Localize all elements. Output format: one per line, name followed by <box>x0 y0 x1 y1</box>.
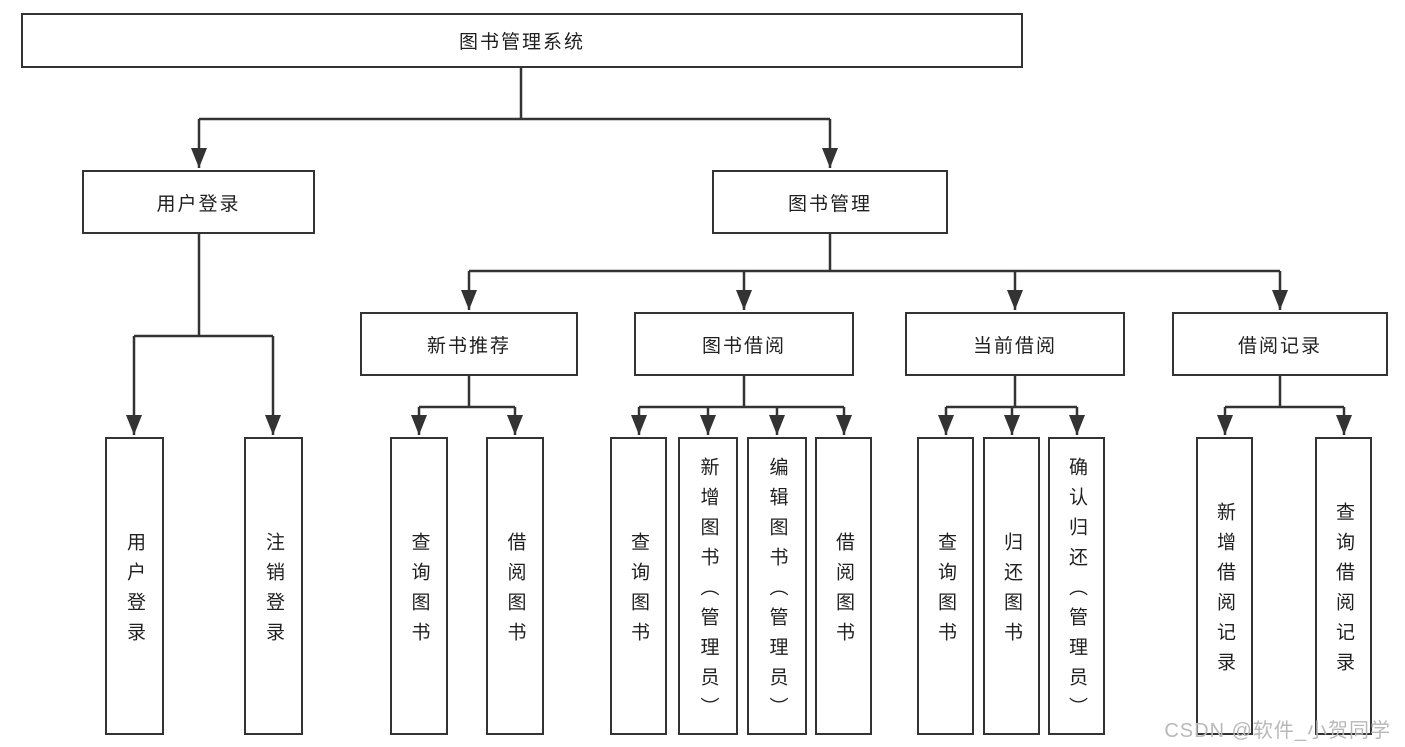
node-leaf-borrow-query-label: 查询图书 <box>628 531 649 652</box>
node-root-label: 图书管理系统 <box>458 32 585 53</box>
node-leaf-current-query-label: 查询图书 <box>935 531 956 652</box>
csdn-watermark: CSDN @软件_小贺同学 <box>1164 720 1391 742</box>
node-root: 图书管理系统 <box>21 13 1023 68</box>
node-borrowing-records: 借阅记录 <box>1172 312 1388 376</box>
node-leaf-borrow-book-label: 借阅图书 <box>833 531 854 652</box>
node-leaf-record-query-label: 查询借阅记录 <box>1333 501 1354 682</box>
connector-bookborrow-to-leaves <box>631 375 852 435</box>
node-leaf-record-add-label: 新增借阅记录 <box>1214 501 1235 682</box>
node-leaf-borrow-query: 查询图书 <box>610 437 667 735</box>
connector-root-to-level2 <box>191 68 838 168</box>
node-leaf-user-login: 用户登录 <box>105 437 164 735</box>
connector-userlogin-to-leaves <box>126 233 281 435</box>
node-leaf-borrow-add-admin-label: 新增图书（管理员） <box>697 456 719 727</box>
node-user-login-label: 用户登录 <box>156 193 241 215</box>
connector-bookmgmt-to-level3 <box>461 233 1288 310</box>
node-book-management-label: 图书管理 <box>787 193 872 215</box>
node-user-login: 用户登录 <box>82 170 315 234</box>
node-leaf-borrow-add-admin: 新增图书（管理员） <box>678 437 738 735</box>
node-leaf-newbook-borrow-label: 借阅图书 <box>504 531 526 652</box>
node-leaf-newbook-borrow: 借阅图书 <box>486 437 544 735</box>
node-leaf-user-login-label: 用户登录 <box>124 531 145 652</box>
connector-records-to-leaves <box>1217 375 1352 435</box>
node-leaf-borrow-book: 借阅图书 <box>815 437 872 735</box>
node-leaf-current-return-label: 归还图书 <box>1001 531 1022 652</box>
node-borrowing-records-label: 借阅记录 <box>1237 335 1322 357</box>
node-new-book-recommend-label: 新书推荐 <box>426 335 511 357</box>
connector-newbook-to-leaves <box>411 375 523 435</box>
node-leaf-current-return: 归还图书 <box>983 437 1040 735</box>
node-leaf-borrow-edit-admin-label: 编辑图书（管理员） <box>766 456 788 727</box>
node-leaf-record-query: 查询借阅记录 <box>1315 437 1372 735</box>
node-leaf-logout: 注销登录 <box>244 437 303 735</box>
node-book-borrowing: 图书借阅 <box>634 312 854 376</box>
node-book-borrowing-label: 图书借阅 <box>701 335 786 357</box>
node-leaf-newbook-query: 查询图书 <box>390 437 448 735</box>
node-leaf-newbook-query-label: 查询图书 <box>408 531 430 652</box>
node-current-borrowing: 当前借阅 <box>905 312 1125 376</box>
node-leaf-logout-label: 注销登录 <box>263 531 284 652</box>
node-book-management: 图书管理 <box>712 170 948 234</box>
connector-currentborrow-to-leaves <box>938 375 1085 435</box>
node-leaf-borrow-edit-admin: 编辑图书（管理员） <box>747 437 807 735</box>
node-leaf-current-confirm-admin-label: 确认归还（管理员） <box>1066 456 1087 727</box>
node-leaf-current-confirm-admin: 确认归还（管理员） <box>1048 437 1105 735</box>
node-new-book-recommend: 新书推荐 <box>360 312 578 376</box>
node-current-borrowing-label: 当前借阅 <box>972 335 1057 357</box>
node-leaf-current-query: 查询图书 <box>917 437 974 735</box>
node-leaf-record-add: 新增借阅记录 <box>1196 437 1253 735</box>
